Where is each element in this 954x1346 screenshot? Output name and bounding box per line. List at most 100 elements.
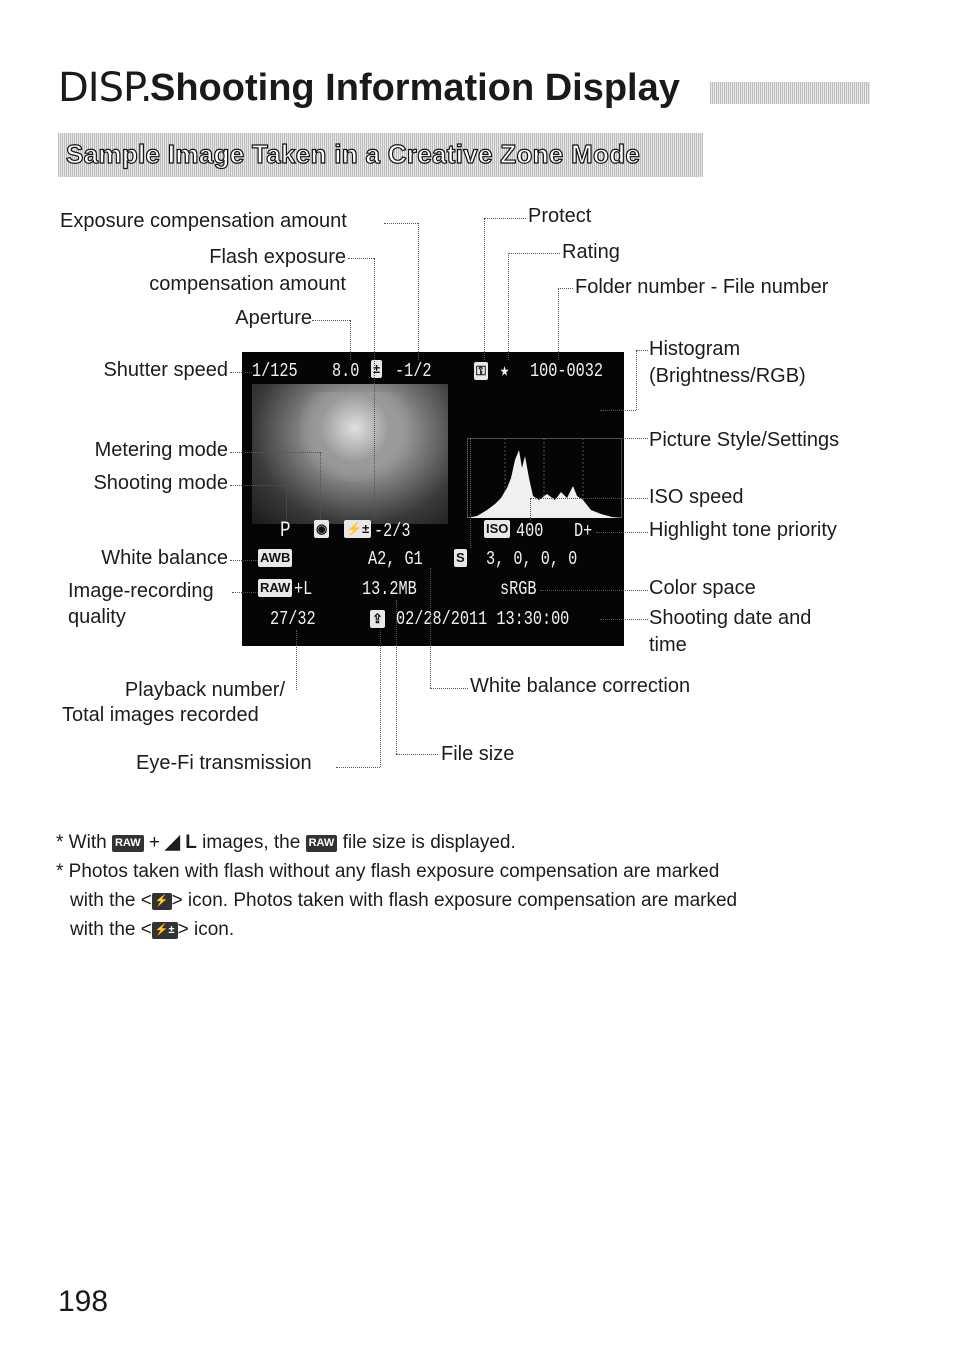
screen-exp-comp: -1/2: [395, 360, 432, 382]
label-folder-file: Folder number - File number: [575, 276, 829, 298]
leader-picture-style-v: [470, 438, 471, 548]
iso-icon: ISO: [484, 520, 511, 538]
disp-mark: DISP.: [58, 65, 153, 111]
leader-aperture-v: [350, 320, 351, 360]
label-shutter-speed: Shutter speed: [103, 359, 228, 381]
leader-folder-v: [558, 288, 559, 360]
label-white-balance: White balance: [101, 547, 228, 569]
label-eyefi: Eye-Fi transmission: [136, 752, 312, 774]
leader-histogram-v: [636, 350, 637, 410]
screen-iso: 400: [516, 520, 544, 542]
leader-rating-h: [508, 253, 560, 254]
label-date-2: time: [649, 634, 687, 656]
label-picture-style: Picture Style/Settings: [649, 429, 840, 451]
label-wb-correction: White balance correction: [470, 675, 691, 697]
leader-shutter: [230, 372, 252, 373]
label-iso-speed: ISO speed: [649, 486, 744, 508]
label-aperture: Aperture: [235, 307, 312, 329]
leader-eyefi-v: [380, 630, 381, 767]
label-date-1: Shooting date and: [649, 607, 812, 629]
leader-quality: [232, 592, 258, 593]
screen-flash-comp: -2/3: [374, 520, 411, 542]
leader-metering-h: [230, 452, 320, 453]
picture-style-icon: S: [454, 549, 467, 567]
label-histogram-1: Histogram: [649, 338, 741, 360]
screen-wb-correction: A2, G1: [368, 548, 423, 570]
raw-quality-icon: RAW: [258, 579, 293, 597]
label-highlight-tone: Highlight tone priority: [649, 519, 837, 541]
label-protect: Protect: [528, 205, 592, 227]
protect-icon: ⚿: [474, 362, 488, 380]
label-flash-comp-1: Flash exposure: [209, 246, 346, 268]
screen-quality-l: +L: [294, 578, 313, 600]
leader-playback: [296, 630, 297, 690]
leader-highlight: [596, 532, 648, 533]
raw-icon: RAW: [111, 835, 144, 852]
label-exposure-comp: Exposure compensation amount: [60, 210, 347, 232]
label-flash-comp-2: compensation amount: [149, 273, 346, 295]
label-image-quality-2: quality: [68, 606, 126, 628]
screen-playback: 27/32: [270, 608, 316, 630]
note2-d: with the <: [70, 919, 152, 940]
leader-exposure-comp-v: [418, 223, 419, 360]
note-flash-1: * Photos taken with flash without any fl…: [56, 861, 720, 882]
leader-folder-h: [558, 288, 573, 289]
label-file-size: File size: [441, 743, 515, 765]
leader-exposure-comp-h: [384, 223, 418, 224]
note2-e: > icon.: [177, 919, 235, 940]
leader-shooting-mode-h: [230, 485, 286, 486]
note1-a: * With: [56, 832, 107, 853]
note2-c: > icon. Photos taken with flash exposure…: [171, 890, 738, 911]
leader-metering-v: [320, 452, 321, 520]
note1-b: images, the: [202, 832, 301, 853]
screen-shutter: 1/125: [252, 360, 298, 382]
screen-mode: P: [280, 518, 291, 543]
screen-datetime: 02/28/2011 13:30:00: [396, 608, 570, 630]
title-decoration-bar: [710, 82, 870, 104]
leader-flash-comp-v: [374, 258, 375, 520]
note1-l: L: [185, 832, 197, 853]
leader-iso-v: [530, 498, 531, 520]
leader-histogram-h: [636, 350, 648, 351]
label-color-space: Color space: [649, 577, 756, 599]
leader-white-balance: [230, 560, 258, 561]
leader-wb-corr-v: [430, 568, 431, 688]
label-playback-1: Playback number/: [124, 679, 285, 701]
flash-comp-note-icon: ⚡±: [151, 922, 178, 939]
metering-icon: ◉: [314, 520, 330, 538]
screen-aperture: 8.0: [332, 360, 360, 382]
screen-color-space: sRGB: [500, 578, 537, 600]
leader-file-size-v: [396, 600, 397, 754]
label-playback-2: Total images recorded: [62, 704, 259, 726]
page-title: Shooting Information Display: [150, 67, 680, 109]
leader-date: [600, 619, 648, 620]
note-flash-2: with the <⚡> icon. Photos taken with fla…: [70, 886, 737, 915]
leader-histogram-h2: [600, 410, 636, 411]
screen-d-plus: D+: [574, 520, 593, 542]
section-subtitle-text: Sample Image Taken in a Creative Zone Mo…: [65, 138, 641, 169]
flash-comp-icon: ⚡±: [344, 520, 372, 538]
leader-picture-style-h: [470, 438, 648, 439]
leader-wb-corr-h: [430, 688, 468, 689]
leader-color-space: [540, 590, 648, 591]
leader-eyefi-h: [336, 767, 380, 768]
label-shooting-mode: Shooting mode: [93, 472, 228, 494]
label-histogram-2: (Brightness/RGB): [649, 365, 806, 387]
leader-shooting-mode-v: [286, 485, 287, 520]
note-raw-size: * With RAW + ◢ L images, the RAW file si…: [56, 832, 516, 853]
note-flash-3: with the <⚡±> icon.: [70, 915, 234, 944]
jpeg-l-icon: ◢: [165, 832, 180, 853]
leader-protect-h: [484, 218, 526, 219]
thumbnail-image-highlight: [300, 392, 410, 482]
histogram-graph: [467, 438, 622, 518]
leader-flash-comp-h: [348, 258, 374, 259]
label-metering-mode: Metering mode: [94, 439, 228, 461]
screen-folder-file: 100-0032: [530, 360, 603, 382]
screen-picture-settings: 3, 0, 0, 0: [486, 548, 578, 570]
leader-protect-v: [484, 218, 485, 360]
raw-icon-2: RAW: [305, 835, 338, 852]
white-balance-icon: AWB: [258, 549, 293, 567]
section-subtitle: Sample Image Taken in a Creative Zone Mo…: [58, 133, 703, 177]
eyefi-icon: ⇪: [370, 610, 385, 628]
note2-b: with the <: [70, 890, 152, 911]
